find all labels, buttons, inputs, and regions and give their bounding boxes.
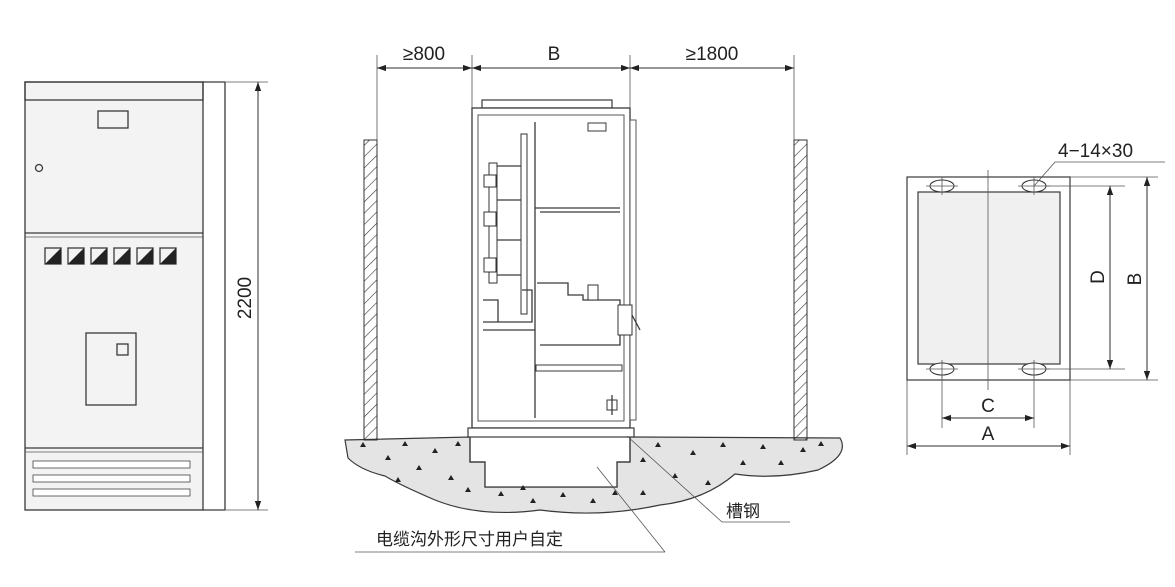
cable-trench <box>485 462 617 487</box>
left-wall <box>363 139 378 441</box>
right-clearance-label: ≥1800 <box>686 44 739 65</box>
side-cabinet-body <box>471 107 631 429</box>
side-door-edge <box>629 119 637 421</box>
side-view: ≥800 B ≥1800 槽钢 电缆沟外形尺寸用户自定 <box>344 44 843 553</box>
side-cabinet-inner-frame <box>477 114 625 422</box>
front-vent-louvers <box>32 460 191 497</box>
trench-note-leader <box>596 466 666 553</box>
side-leaders: 槽钢 电缆沟外形尺寸用户自定 <box>355 435 790 553</box>
busbar-assembly <box>483 133 533 323</box>
left-clearance-label: ≥800 <box>403 44 445 65</box>
width-label: B <box>548 44 561 65</box>
channel-steel-base <box>467 427 635 438</box>
front-meter-window <box>85 332 137 406</box>
base-inner-frame <box>917 191 1061 365</box>
hole-spacing-label: C <box>981 396 995 417</box>
trench-note-label: 电缆沟外形尺寸用户自定 <box>376 530 563 550</box>
concrete-aggregate <box>360 441 824 503</box>
side-cabinet-top-frame <box>481 99 613 109</box>
front-nameplate <box>97 110 129 129</box>
overall-depth-label: B <box>1125 273 1146 286</box>
front-cabinet-body <box>24 81 204 511</box>
front-view: 2200 <box>24 81 268 511</box>
side-top-dimensions: ≥800 B ≥1800 <box>376 44 795 140</box>
terminal-block <box>606 395 618 415</box>
front-meter-knob <box>116 343 129 356</box>
hole-spec-leader <box>1033 161 1056 187</box>
overall-width-label: A <box>982 424 995 445</box>
side-top-component <box>587 122 607 132</box>
front-door-lock-icon <box>34 163 44 173</box>
height-label: 2200 <box>235 277 256 319</box>
base-plan-view: 4−14×30 D B C A <box>906 141 1165 455</box>
front-top-cover <box>24 81 204 101</box>
side-shelf-lower <box>535 364 623 372</box>
base-dimensions: 4−14×30 D B C A <box>906 141 1165 455</box>
ground-concrete <box>344 436 843 514</box>
hole-spec-label: 4−14×30 <box>1058 141 1133 162</box>
front-height-dimension: 2200 <box>225 81 268 511</box>
mounting-holes <box>926 177 1050 378</box>
right-wall <box>793 139 808 441</box>
breaker-unit <box>537 282 641 346</box>
depth-label: D <box>1088 270 1109 284</box>
front-indicator-row <box>44 247 177 265</box>
cable-trench-outline <box>469 437 631 488</box>
channel-steel-leader <box>626 435 723 523</box>
channel-steel-label: 槽钢 <box>726 502 760 522</box>
